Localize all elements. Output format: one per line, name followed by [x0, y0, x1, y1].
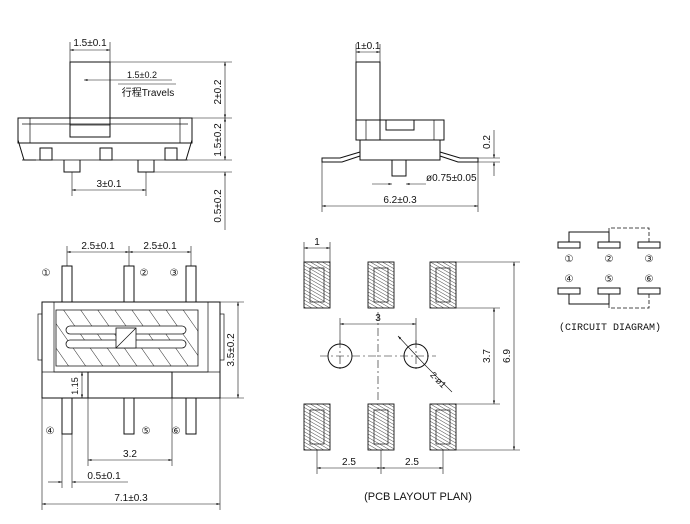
dim-peg-diameter: ø0.75±0.05 [426, 173, 477, 184]
dim-lead-thickness: 0.2 [482, 135, 493, 149]
circuit-diagram: ① ② ③ ④ ⑤ ⑥ (CIRCUIT DIAGRAM) [557, 227, 661, 334]
side-view: 1±0.1 0.2 ø0.75±0.05 6.2±0.3 [321, 41, 500, 212]
circuit-label-3: ③ [645, 254, 654, 265]
side-dim-actuator-width: 1±0.1 [356, 41, 381, 52]
circuit-label-5: ⑤ [605, 274, 614, 285]
circuit-link-5-6 [608, 294, 650, 309]
dim-overall-length: 6.2±0.3 [383, 195, 417, 206]
dim-hole-diameter: 2-ø1 [428, 370, 448, 390]
dim-pad-row-span: 6.9 [502, 349, 513, 363]
dim-actuator-height: 2±0.2 [213, 79, 224, 104]
dim-body-width: 3.5±0.2 [226, 333, 237, 367]
pin-label-2: ② [140, 268, 149, 279]
dim-pitch-left: 2.5±0.1 [81, 241, 115, 252]
side-peg [391, 159, 407, 177]
circuit-label-4: ④ [565, 274, 574, 285]
top-view: ① ② ③ ④ ⑤ ⑥ 2.5±0.1 2.5±0.1 3.5±0.2 1.15… [37, 241, 244, 510]
side-actuator [355, 61, 381, 141]
pcb-caption: (PCB LAYOUT PLAN) [364, 491, 472, 503]
circuit-link-1-2 [568, 231, 610, 242]
dim-travel: 1.5±0.2 [127, 70, 157, 80]
actuator [69, 61, 111, 138]
circuit-label-6: ⑥ [645, 274, 654, 285]
pin-label-5: ⑤ [142, 426, 151, 437]
dim-overall-width: 7.1±0.3 [114, 493, 148, 504]
pin-label-1: ① [42, 268, 51, 279]
dim-peg-spacing: 3.2 [123, 449, 137, 460]
dim-pcb-pitch-right: 2.5 [405, 457, 419, 468]
dim-pad-width: 1 [314, 237, 320, 248]
dim-hole-row-offset: 3.7 [482, 349, 493, 363]
pin-label-4: ④ [46, 426, 55, 437]
switch-body [17, 117, 193, 144]
dim-pcb-pitch-left: 2.5 [342, 457, 356, 468]
dim-body-height: 1.5±0.2 [213, 123, 224, 157]
circuit-label-1: ① [565, 254, 574, 265]
dim-hole-spacing: 3 [375, 313, 381, 324]
dim-standoff: 0.5±0.2 [213, 189, 224, 223]
circuit-label-2: ② [605, 254, 614, 265]
dim-slot-height: 1.15 [70, 377, 80, 395]
pin-label-6: ⑥ [172, 426, 181, 437]
dim-pin-pitch: 3±0.1 [97, 179, 122, 190]
circuit-link-2-3 [608, 227, 650, 242]
dim-peg-offset: 0.5±0.1 [87, 471, 121, 482]
pcb-layout: 1 3 2-ø1 3.7 6.9 2.5 2.5 (PCB LAYOUT PLA… [303, 237, 520, 503]
pcb-pads-top [303, 261, 457, 309]
travel-label: 行程Travels [122, 86, 174, 99]
circuit-link-4-5 [568, 294, 610, 305]
dim-pitch-right: 2.5±0.1 [143, 241, 177, 252]
pin-label-3: ③ [170, 268, 179, 279]
circuit-caption: (CIRCUIT DIAGRAM) [559, 322, 661, 334]
front-view: 1.5±0.1 1.5±0.2 行程Travels 2±0.2 1.5±0.2 … [17, 38, 232, 230]
dim-actuator-width: 1.5±0.1 [73, 38, 107, 49]
pcb-pads-bottom [303, 403, 457, 451]
